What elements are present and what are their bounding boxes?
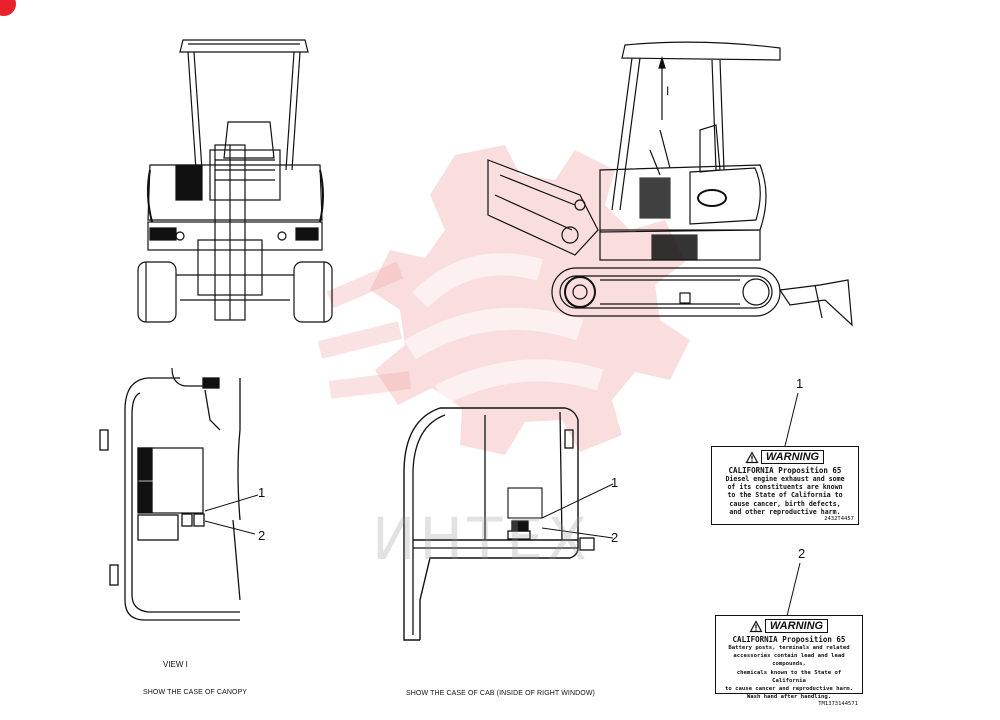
label-callout-2: 2 bbox=[798, 546, 806, 561]
warning-header: WARNING bbox=[720, 619, 858, 633]
warning-triangle-icon bbox=[745, 450, 759, 463]
cab-callout-1: 1 bbox=[611, 475, 619, 490]
warning-body-line: chemicals known to the State of Californ… bbox=[736, 669, 842, 684]
view-label: VIEW I bbox=[163, 660, 188, 669]
side-view-marker: I bbox=[666, 84, 670, 98]
warning-code: TM1373144571 bbox=[818, 701, 858, 708]
warning-code: 2432T4457 bbox=[824, 516, 854, 523]
warning-label-2: WARNING CALIFORNIA Proposition 65 Batter… bbox=[715, 615, 863, 707]
cab-caption: SHOW THE CASE OF CAB (INSIDE OF RIGHT WI… bbox=[406, 690, 595, 697]
canopy-caption: SHOW THE CASE OF CANOPY bbox=[143, 689, 248, 696]
warning-body-line: Wash hand after handling. bbox=[746, 694, 832, 701]
warning-word: WARNING bbox=[764, 619, 829, 633]
warning-label-1: WARNING CALIFORNIA Proposition 65 Diesel… bbox=[711, 446, 859, 525]
warning-subheading: CALIFORNIA Proposition 65 bbox=[732, 635, 846, 644]
watermark-text: ИНТЕХ bbox=[372, 505, 591, 573]
warning-body-line: Battery posts, terminals and related bbox=[728, 645, 850, 651]
warning-body-line: to the State of California to bbox=[727, 491, 843, 500]
warning-body-line: accessories contain lead and lead compou… bbox=[733, 653, 845, 668]
corner-badge bbox=[0, 0, 16, 16]
warning-body-line: to cause cancer and reproductive harm. bbox=[725, 686, 853, 693]
cab-callout-2: 2 bbox=[611, 530, 619, 545]
warning-body-line: of its constituents are known bbox=[727, 483, 843, 492]
canopy-callout-2: 2 bbox=[258, 528, 266, 543]
canopy-callout-1: 1 bbox=[258, 485, 266, 500]
warning-body-line: and other reproductive harm. bbox=[729, 507, 841, 516]
warning-triangle-icon bbox=[749, 619, 763, 632]
label-callout-1: 1 bbox=[796, 376, 804, 391]
warning-body-line: cause cancer, birth defects, bbox=[729, 499, 841, 508]
warning-word: WARNING bbox=[760, 450, 825, 464]
warning-header: WARNING bbox=[716, 450, 854, 464]
warning-body-line: Diesel engine exhaust and some bbox=[725, 475, 845, 483]
warning-subheading: CALIFORNIA Proposition 65 bbox=[728, 466, 842, 475]
